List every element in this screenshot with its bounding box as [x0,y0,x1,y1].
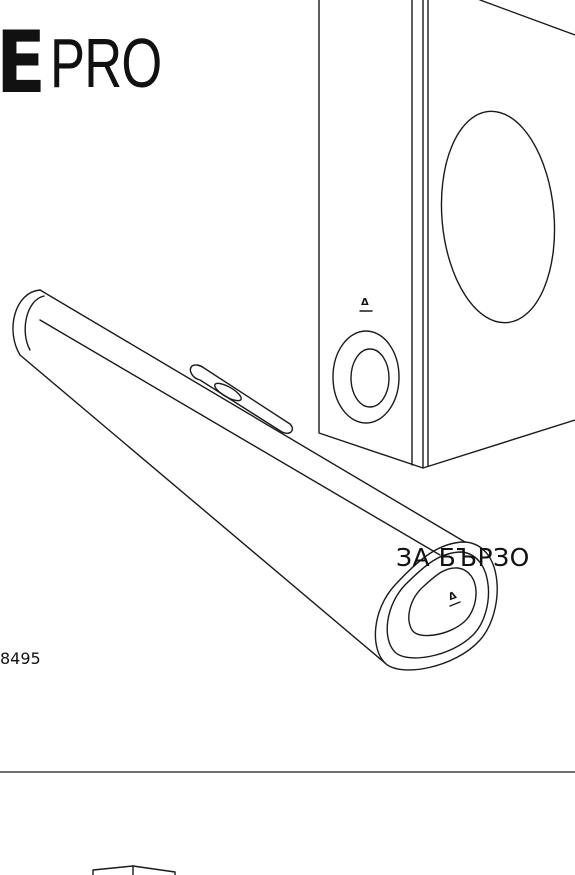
model-number: 8495 [0,649,41,668]
soundbar-right-end-outer [374,541,498,671]
bottom-preview-box [92,865,176,875]
product-title-light: PRO [49,24,162,102]
subwoofer-port-inner [350,348,390,408]
soundbar-left-cap-inner [24,295,45,351]
subwoofer-driver [440,110,556,324]
soundbar [12,289,498,671]
product-title: EPRO [0,18,198,108]
soundbar-mid-edge [39,319,441,556]
product-title-bold: E [0,13,46,113]
soundbar-top-edge [39,289,466,543]
soundbar-control-knob [214,382,242,402]
subwoofer-top-edge [479,0,575,36]
subwoofer-side [318,0,424,469]
soundbar-control-panel [189,364,294,434]
subwoofer [318,0,575,469]
subwoofer-port-outer [332,330,400,424]
guide-title: ЗА БЪРЗО [396,543,530,572]
subwoofer-front [422,419,575,469]
soundbar-right-end-inner [386,551,490,659]
soundbar-bar-logo-underline [449,601,461,607]
subwoofer-logo-icon: Δ [361,297,369,308]
soundbar-bottom-edge [19,354,386,664]
soundbar-right-end-face [408,567,477,637]
soundbar-left-cap [12,289,41,356]
bottom-preview-illustration [92,865,176,875]
